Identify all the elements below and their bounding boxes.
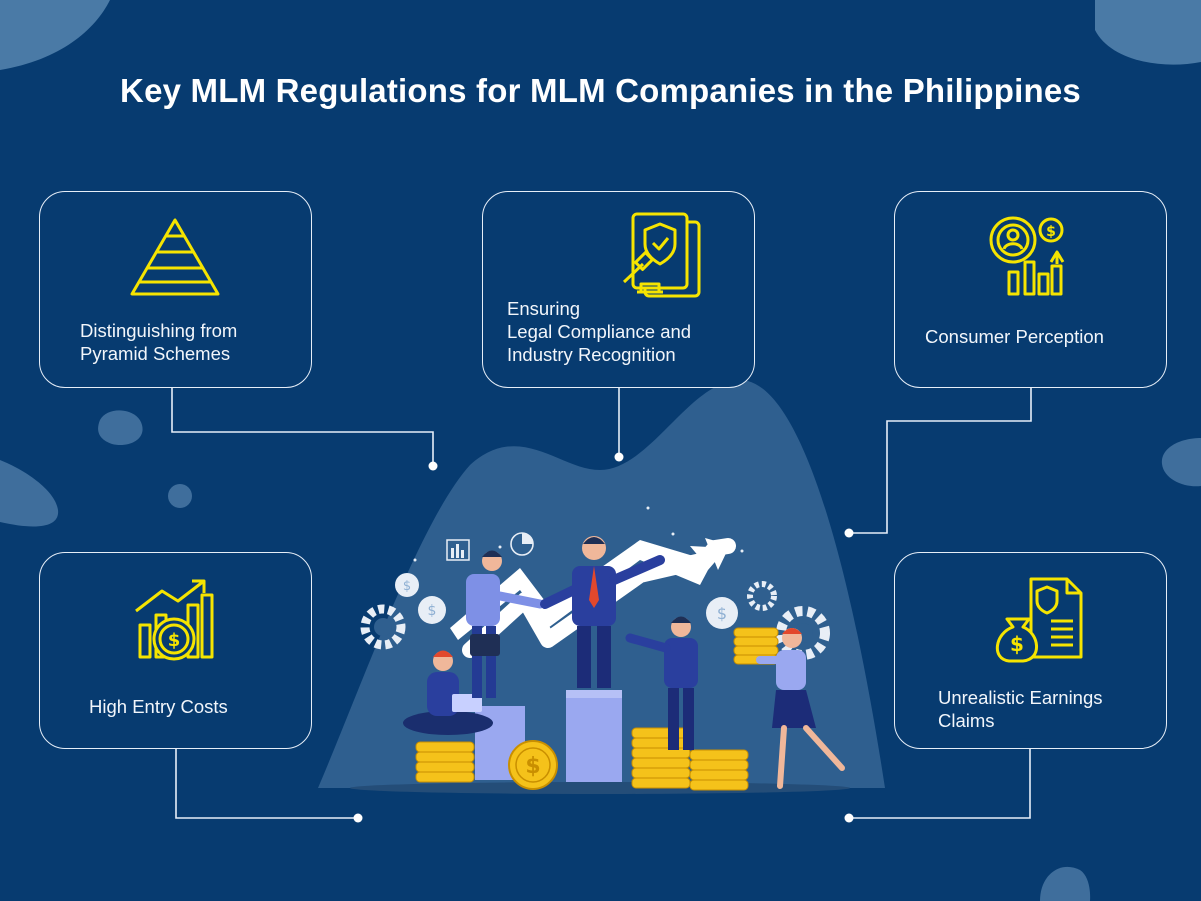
pyramid-icon	[130, 218, 220, 296]
svg-text:$: $	[717, 604, 727, 623]
blob-left-3	[0, 460, 59, 527]
connector-pyramid	[171, 388, 434, 466]
legal-document-icon	[622, 212, 701, 298]
blob-bottom-right	[1040, 866, 1091, 901]
connector-entry	[175, 749, 358, 819]
business-team-growth-illustration: $ $ $	[350, 506, 850, 794]
corner-blob-top-left	[0, 0, 110, 70]
connector-dot-entry	[353, 813, 363, 823]
svg-text:$: $	[168, 630, 181, 651]
connector-earnings	[849, 749, 1031, 819]
svg-text:$: $	[1046, 224, 1056, 240]
card-consumer-perception: $ Consumer Perception	[894, 191, 1167, 388]
svg-text:$: $	[525, 754, 540, 779]
connector-dot-pyramid	[428, 461, 438, 471]
card-label: High Entry Costs	[89, 696, 228, 717]
card-label: Consumer Perception	[925, 326, 1104, 347]
card-label: Unrealistic Earnings Claims	[938, 687, 1103, 731]
money-bag-document-icon: $	[996, 577, 1083, 663]
svg-text:$: $	[428, 603, 437, 619]
connector-dot-legal	[614, 452, 624, 462]
card-unrealistic-earnings: $ Unrealistic Earnings Claims	[894, 552, 1167, 749]
card-label: Ensuring Legal Compliance and Industry R…	[507, 298, 692, 365]
card-pyramid-schemes: Distinguishing from Pyramid Schemes	[39, 191, 312, 388]
page-title: Key MLM Regulations for MLM Companies in…	[120, 72, 1081, 109]
connector-consumer	[849, 388, 1032, 534]
blob-right-1	[1161, 438, 1201, 487]
consumer-growth-icon: $	[989, 216, 1065, 296]
card-label: Distinguishing from Pyramid Schemes	[80, 320, 238, 364]
blob-left-2	[168, 484, 192, 508]
corner-blob-top-right	[1095, 0, 1201, 65]
svg-text:$: $	[403, 579, 411, 594]
connector-dot-earnings	[844, 813, 854, 823]
svg-text:$: $	[1010, 632, 1024, 656]
blob-left-1	[98, 410, 143, 446]
card-high-entry-costs: $ High Entry Costs	[39, 552, 312, 749]
card-legal-compliance: Ensuring Legal Compliance and Industry R…	[482, 191, 755, 388]
rising-cost-icon: $	[135, 579, 214, 661]
connector-dot-consumer	[844, 528, 854, 538]
